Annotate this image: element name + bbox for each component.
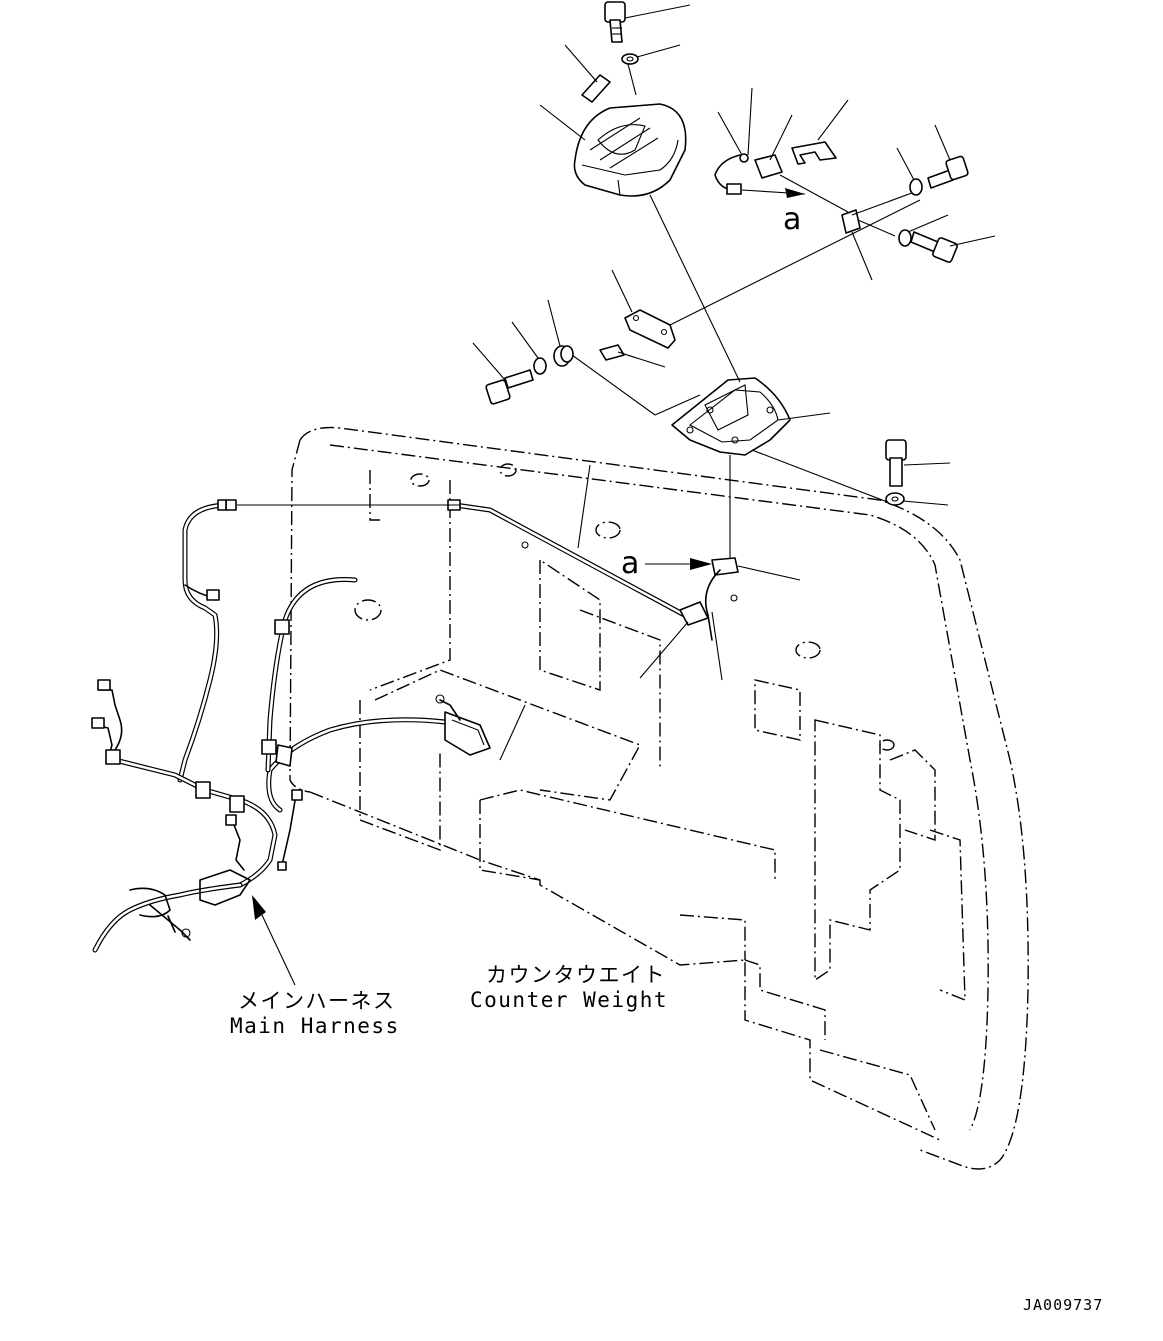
lamp-cover [573, 103, 687, 197]
washer-right-upper [896, 147, 923, 196]
rubber-grommet [599, 344, 666, 368]
counter-weight-outline [289, 426, 1029, 1170]
main-harness-label-en: Main Harness [230, 1014, 400, 1038]
counter-weight-label-en: Counter Weight [470, 988, 668, 1012]
washer-left [511, 321, 547, 375]
spacer [547, 299, 574, 367]
bolt-top [604, 1, 691, 43]
washer-right-lower [898, 214, 949, 247]
bolt-right-lower [910, 231, 996, 263]
bolt-left [472, 342, 534, 405]
drawing-code: JA009737 [1023, 1296, 1103, 1314]
bolt-bracket [885, 439, 951, 487]
main-harness-label-jp: メインハーネス [238, 989, 396, 1013]
lamp-base-bracket [649, 194, 891, 560]
clip [791, 99, 849, 165]
lens-part [564, 44, 611, 103]
lamp-wire [237, 464, 801, 681]
switch-assembly [714, 87, 849, 213]
washer-top [621, 44, 681, 65]
washer-bracket [885, 492, 949, 506]
main-harness [91, 499, 526, 986]
mounting-plate [611, 199, 921, 349]
counter-weight-label-jp: カウンタウエイト [486, 963, 666, 987]
marker-a-top: a [783, 202, 801, 237]
bolt-right-upper [927, 124, 969, 189]
marker-a-lower: a [621, 546, 639, 581]
small-bracket [841, 189, 921, 281]
